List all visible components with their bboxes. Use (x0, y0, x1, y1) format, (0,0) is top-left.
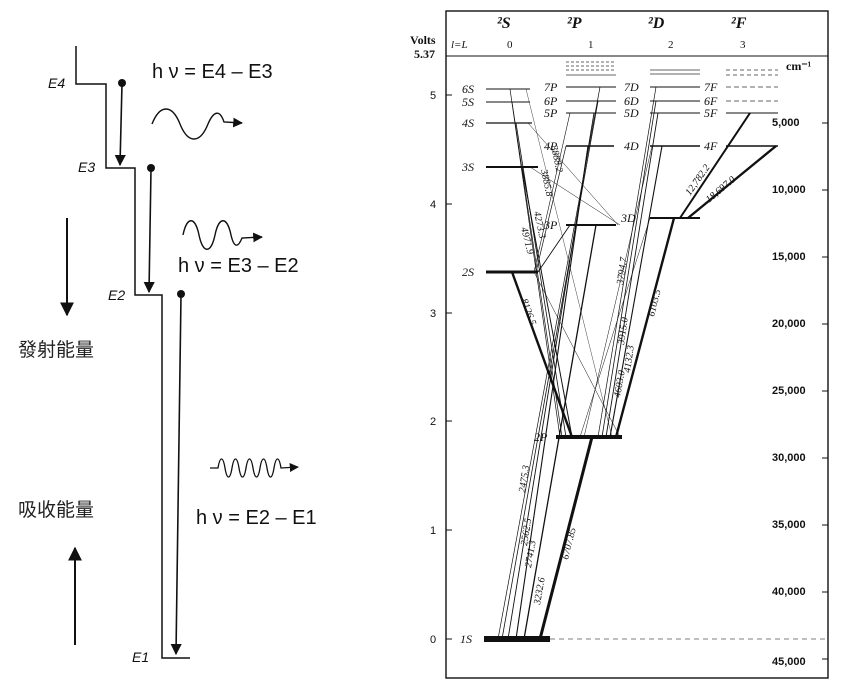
cm-tick-label: 10,000 (772, 184, 806, 196)
cm-tick-label: 5,000 (772, 117, 800, 129)
wavelength-label: 4603.0 (612, 370, 628, 399)
wavenumber-axis: 5,000 10,000 15,000 20,000 25,000 30,000… (772, 117, 828, 668)
level-label-e3: E3 (78, 159, 95, 175)
volt-tick-label: 5 (430, 90, 436, 102)
level-label-3s: 3S (461, 160, 474, 174)
cm-tick-label: 20,000 (772, 318, 806, 330)
wavelength-label: 8126.5 (518, 297, 538, 327)
cm-tick-label: 30,000 (772, 452, 806, 464)
level-label-4d: 4D (624, 139, 639, 153)
wavelength-label: 2562.5 (519, 518, 534, 547)
term-header-d: ²D (648, 15, 665, 32)
emit-energy-label: 發射能量 (18, 339, 94, 361)
volt-tick-label: 1 (430, 525, 436, 537)
electron-dot-e2 (177, 290, 185, 298)
cm-tick-label: 15,000 (772, 251, 806, 263)
electron-dot-e3 (147, 164, 155, 172)
transition-lines (497, 86, 777, 640)
l-value-f: 3 (740, 39, 746, 51)
wavelength-label: 2741.3 (523, 540, 539, 569)
level-label-e1: E1 (132, 649, 149, 665)
cm-unit-label: cm⁻¹ (786, 59, 812, 73)
level-label-4s: 4S (462, 116, 474, 130)
wavelength-label: 6707.85 (560, 527, 579, 561)
level-label-4f: 4F (704, 139, 718, 153)
term-header-f: ²F (731, 15, 747, 32)
absorb-energy-label: 吸收能量 (18, 499, 94, 521)
equation-e3-e2: h ν = E3 – E2 (178, 255, 299, 277)
cm-tick-label: 40,000 (772, 586, 806, 598)
l-value-d: 2 (668, 39, 674, 51)
energy-staircase (75, 46, 190, 659)
level-label-e4: E4 (48, 75, 65, 91)
l-label: l=L (451, 39, 468, 51)
volt-tick-label: 2 (430, 416, 436, 428)
photon-wave-icon (182, 220, 263, 250)
d-levels: 7D 6D 5D 4D 3D (620, 69, 700, 225)
energy-level-schematic-svg: E4 E3 E2 E1 h ν = E4 – E3 h ν = E3 – E2 … (18, 46, 317, 665)
volts-label: Volts (410, 33, 436, 47)
level-label-2s: 2S (462, 265, 474, 279)
grotrian-diagram: Volts 5.37 l=L ²S ²P ²D ²F 0 1 2 3 cm⁻¹ (400, 0, 842, 686)
s-levels: 6S 5S 4S 3S 2S 1S (460, 82, 550, 646)
level-label-7f: 7F (704, 80, 718, 94)
level-label-5f: 5F (704, 106, 718, 120)
electron-dot-e4 (118, 79, 126, 87)
grotrian-diagram-svg: Volts 5.37 l=L ²S ²P ²D ²F 0 1 2 3 cm⁻¹ (410, 10, 829, 679)
photon-wave-icon (151, 108, 243, 140)
level-label-3p: 3P (543, 218, 558, 232)
volt-tick-label: 3 (430, 308, 436, 320)
level-label-4p: 4P (544, 139, 558, 153)
photon-wave-icon (210, 458, 299, 478)
f-levels: 7F 6F 5F 4F (704, 69, 778, 153)
level-label-1s: 1S (460, 632, 472, 646)
transition-arrow-e2-e1 (170, 294, 182, 656)
level-label-5p: 5P (544, 106, 558, 120)
level-label-e2: E2 (108, 287, 125, 303)
l-value-p: 1 (588, 39, 594, 51)
equation-e2-e1: h ν = E2 – E1 (196, 507, 317, 529)
transition-arrow-e4-e3 (114, 83, 126, 167)
cm-tick-label: 35,000 (772, 519, 806, 531)
wavelength-label: 18,697.0 (704, 174, 738, 205)
wavelength-label: 3915.0 (616, 317, 631, 347)
wavelength-label: 3232.6 (532, 577, 548, 607)
energy-level-schematic: E4 E3 E2 E1 h ν = E4 – E3 h ν = E3 – E2 … (0, 0, 400, 686)
wavelength-label: 3885.8 (538, 167, 555, 197)
wavelength-label: 2475.3 (517, 465, 532, 494)
level-label-6d: 6D (624, 94, 639, 108)
term-header-s: ²S (497, 15, 511, 32)
volt-tick-label: 0 (430, 634, 436, 646)
level-label-6f: 6F (704, 94, 718, 108)
level-label-5s: 5S (462, 95, 474, 109)
equation-e4-e3: h ν = E4 – E3 (152, 61, 273, 83)
cm-tick-label: 25,000 (772, 385, 806, 397)
diagram-frame (445, 10, 829, 679)
volt-axis: 5 4 3 2 1 0 (430, 90, 452, 646)
volt-tick-label: 4 (430, 199, 436, 211)
wavelength-label: 6103.5 (646, 288, 663, 317)
transition-arrow-e3-e2 (143, 168, 155, 294)
level-label-6s: 6S (462, 82, 474, 96)
level-label-6p: 6P (544, 94, 558, 108)
level-label-3d: 3D (620, 211, 636, 225)
wavelength-label: 4132.3 (622, 345, 637, 374)
cm-tick-label: 45,000 (772, 656, 806, 668)
wavelength-label: 3794.7 (615, 256, 630, 287)
volts-value: 5.37 (414, 47, 435, 61)
level-label-5d: 5D (624, 106, 639, 120)
level-label-7d: 7D (624, 80, 639, 94)
level-label-7p: 7P (544, 80, 558, 94)
l-value-s: 0 (507, 39, 513, 51)
term-header-p: ²P (567, 15, 582, 32)
